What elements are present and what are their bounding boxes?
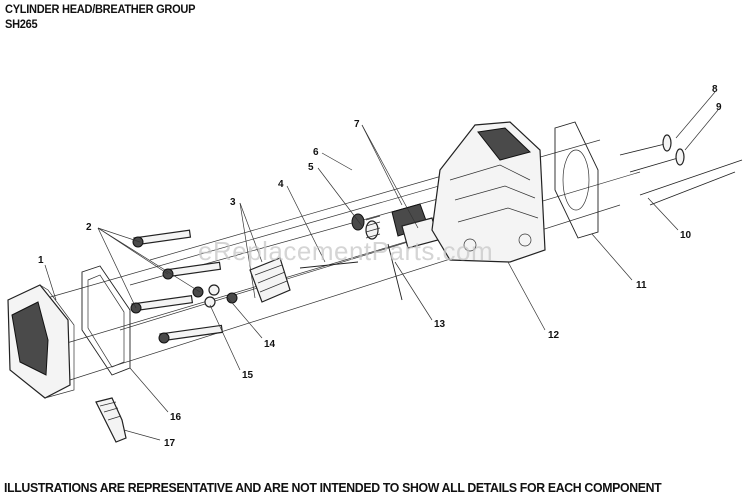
rocker-arms-part [391, 203, 439, 249]
callout-9: 9 [716, 102, 722, 113]
diagram-title: CYLINDER HEAD/BREATHER GROUP [5, 2, 196, 16]
callout-leaders [44, 91, 719, 441]
callout-14: 14 [264, 339, 276, 350]
breather-cover-part [7, 284, 75, 399]
valve-stem-part [387, 243, 403, 301]
callout-1: 1 [38, 255, 44, 266]
callout-13: 13 [434, 319, 446, 330]
callout-6: 6 [313, 147, 319, 158]
callout-3: 3 [230, 197, 236, 208]
callout-4: 4 [278, 179, 284, 190]
cover-gasket-part [81, 265, 131, 376]
breather-tube-part [95, 397, 127, 443]
valves-part [619, 134, 743, 206]
callout-8: 8 [712, 84, 718, 95]
callout-7: 7 [354, 119, 360, 130]
callout-11: 11 [636, 280, 647, 291]
small-fittings-part [192, 284, 238, 308]
cylinder-head-part [431, 121, 546, 263]
head-gasket-part [554, 121, 599, 239]
callout-15: 15 [242, 370, 254, 381]
callout-10: 10 [680, 230, 692, 241]
model-number: SH265 [5, 17, 38, 31]
callout-16: 16 [170, 412, 182, 423]
valve-springs-part [351, 213, 381, 240]
callout-labels: 1 2 3 4 5 6 7 8 9 10 11 12 13 14 15 16 1… [38, 84, 722, 449]
pushrod-part [299, 261, 359, 269]
callout-12: 12 [548, 330, 560, 341]
head-bolts-part [130, 229, 224, 344]
rocker-bracket-part [249, 257, 291, 303]
callout-2: 2 [86, 222, 92, 233]
disclaimer-footer: ILLUSTRATIONS ARE REPRESENTATIVE AND ARE… [4, 481, 662, 495]
callout-17: 17 [164, 438, 176, 449]
callout-5: 5 [308, 162, 314, 173]
